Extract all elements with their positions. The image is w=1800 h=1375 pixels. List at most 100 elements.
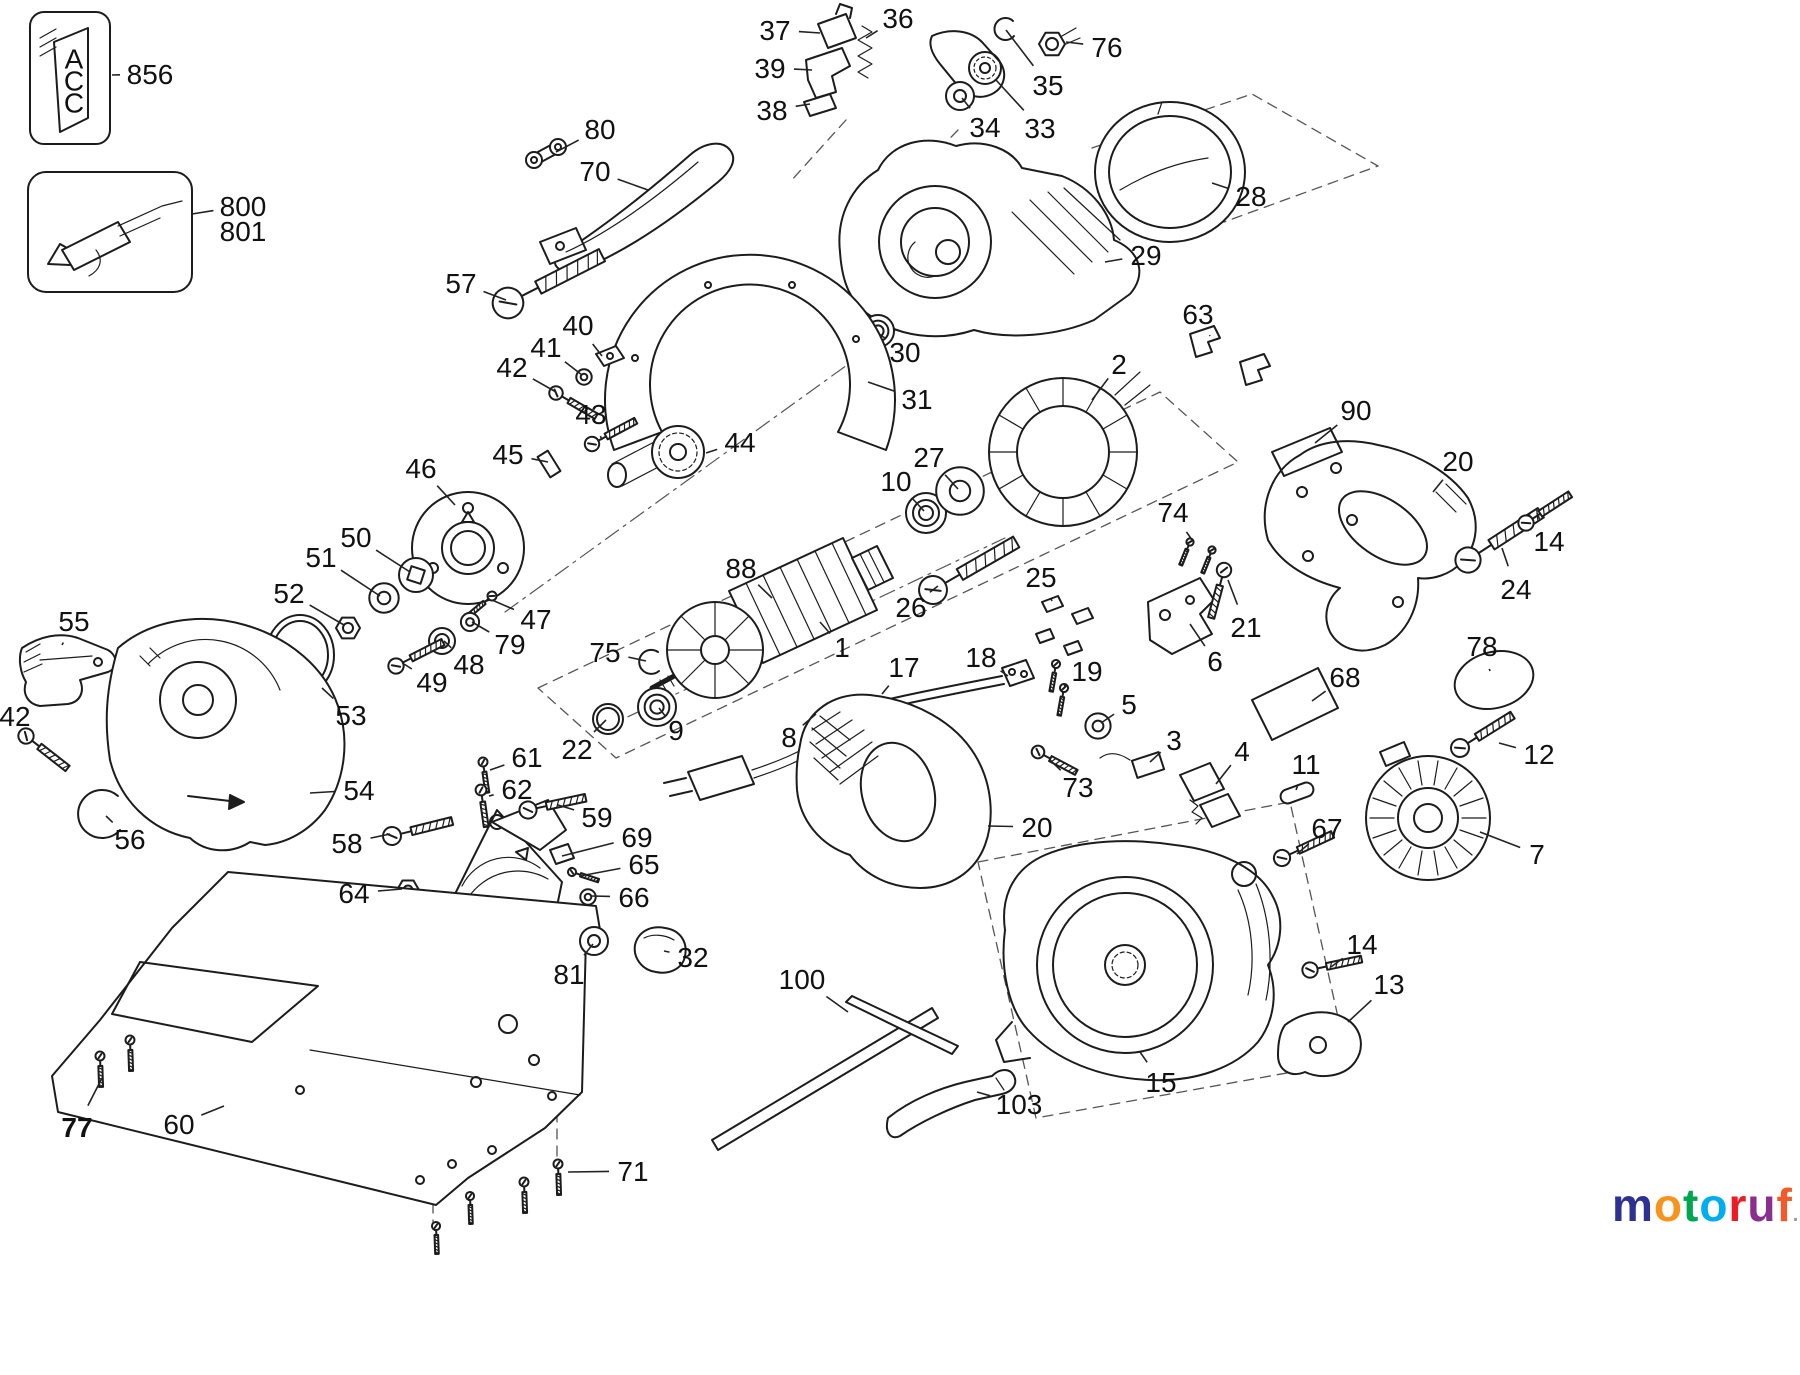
part-label-5: 5 [1121, 689, 1137, 720]
leader-line-65 [579, 867, 621, 877]
part-clip-35 [994, 18, 1014, 40]
leader-line-3 [1149, 751, 1162, 763]
leader-line-14 [1330, 957, 1344, 968]
leader-line-67 [1296, 843, 1310, 855]
leader-line-60 [201, 1105, 225, 1116]
leader-line-14 [1536, 512, 1541, 520]
part-label-45: 45 [492, 439, 523, 470]
leader-line-13 [1347, 999, 1372, 1023]
part-knob-32 [635, 927, 686, 972]
part-label-31: 31 [901, 384, 932, 415]
part-gear-housing-15 [996, 841, 1280, 1080]
leader-line-76 [1065, 41, 1084, 45]
part-label-3: 3 [1166, 725, 1182, 756]
part-clip-75 [639, 650, 659, 674]
part-label-2: 2 [1111, 349, 1127, 380]
leader-line-8 [802, 713, 817, 726]
part-nut-50 [399, 558, 433, 592]
part-label-24: 24 [1500, 574, 1531, 605]
part-label-60: 60 [163, 1109, 194, 1140]
part-label-51: 51 [305, 542, 336, 573]
part-lower-guard-54 [107, 619, 345, 850]
leader-line-21 [1227, 579, 1239, 605]
part-label-40: 40 [562, 310, 593, 341]
part-label-44: 44 [724, 427, 755, 458]
leader-line-9 [658, 707, 666, 717]
leader-line-34 [961, 97, 971, 109]
leader-line-88 [757, 584, 773, 599]
leader-line-17 [881, 685, 890, 695]
part-label-801: 801 [220, 216, 267, 247]
leader-line-46 [436, 485, 456, 506]
leader-line-90 [1314, 424, 1338, 444]
leader-line-43 [599, 435, 603, 441]
part-label-55: 55 [58, 606, 89, 637]
leader-line-6 [1189, 623, 1206, 647]
part-handle-20b [797, 695, 991, 888]
leader-line-39 [793, 68, 813, 71]
part-label-856: 856 [127, 59, 174, 90]
watermark-logo[interactable]: motoruf.de [1612, 1178, 1800, 1232]
leader-line-10 [911, 497, 925, 512]
leader-line-2 [1091, 377, 1109, 401]
leader-line-38 [795, 103, 811, 108]
part-field-coil-2 [989, 372, 1150, 526]
part-label-30: 30 [889, 337, 920, 368]
leader-line-48 [443, 640, 452, 649]
part-bracket-18 [1002, 660, 1034, 686]
part-label-103: 103 [996, 1089, 1043, 1120]
part-handle-20a [1265, 441, 1476, 650]
part-label-80: 80 [584, 114, 615, 145]
part-label-9: 9 [668, 715, 684, 746]
leader-line-24 [1501, 547, 1509, 567]
leader-line-42 [532, 378, 557, 393]
part-wrench-103 [887, 1070, 1015, 1137]
leader-line-35 [1005, 29, 1035, 67]
leader-line-54 [309, 790, 336, 794]
part-label-14: 14 [1346, 929, 1377, 960]
part-strips-100 [712, 996, 958, 1150]
part-label-800: 800 [220, 191, 267, 222]
leader-line-800 [191, 209, 214, 215]
leader-line-11 [1295, 786, 1299, 791]
part-clamp-ring-28 [1095, 102, 1245, 242]
leader-line-37 [798, 30, 821, 34]
part-label-46: 46 [405, 453, 436, 484]
part-label-88: 88 [725, 553, 756, 584]
part-label-6: 6 [1207, 646, 1223, 677]
part-label-4: 4 [1234, 736, 1250, 767]
part-label-12: 12 [1523, 739, 1554, 770]
logo-letters: motoruf [1612, 1179, 1793, 1231]
part-label-A: A [65, 44, 84, 75]
logo-letter-t: t [1683, 1179, 1700, 1231]
part-label-90: 90 [1340, 395, 1371, 426]
leader-line-79 [471, 621, 490, 633]
logo-letter-f: f [1776, 1179, 1793, 1231]
part-label-35: 35 [1032, 70, 1063, 101]
part-label-47: 47 [520, 604, 551, 635]
leader-line-19 [1063, 683, 1068, 687]
part-blade-guard-31 [605, 255, 895, 450]
part-label-76: 76 [1091, 32, 1122, 63]
part-label-22: 22 [561, 734, 592, 765]
leader-line-51 [340, 569, 381, 597]
part-label-13: 13 [1373, 969, 1404, 1000]
part-label-58: 58 [331, 828, 362, 859]
part-label-63: 63 [1182, 299, 1213, 330]
part-snap-ring-56 [78, 790, 120, 838]
part-lever-33 [930, 18, 1080, 111]
leader-line-41 [564, 361, 583, 376]
part-label-100: 100 [779, 964, 826, 995]
part-label-57: 57 [445, 268, 476, 299]
leader-line-61 [489, 764, 505, 771]
part-label-27: 27 [913, 442, 944, 473]
part-label-20: 20 [1442, 446, 1473, 477]
part-label-59: 59 [581, 802, 612, 833]
leader-line-15 [1139, 1051, 1148, 1063]
part-label-19: 19 [1071, 656, 1102, 687]
leader-line-74 [1185, 531, 1193, 541]
part-label-15: 15 [1145, 1067, 1176, 1098]
leader-line-27 [944, 474, 959, 490]
